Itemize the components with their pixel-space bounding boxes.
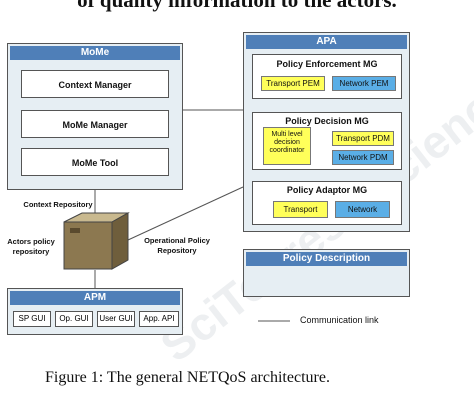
network-pem: Network PEM	[332, 76, 396, 91]
box-slot	[70, 228, 80, 233]
legend-label: Communication link	[300, 315, 379, 325]
transport-pdm: Transport PDM	[332, 131, 394, 146]
policy-adaptor-title: Policy Adaptor MG	[286, 185, 368, 195]
sp-gui-box: SP GUI	[13, 311, 51, 327]
coordinator-box: Multi level decision coordinator	[263, 127, 311, 165]
policy-adaptor-mg: Policy Adaptor MG Transport Network	[252, 181, 402, 225]
repository-box-icon	[63, 212, 130, 270]
policy-description-title: Policy Description	[246, 252, 407, 266]
op-gui-box: Op. GUI	[55, 311, 93, 327]
mome-title: MoMe	[10, 46, 180, 60]
mome-panel: MoMe Context Manager MoMe Manager MoMe T…	[7, 43, 183, 190]
apa-panel: APA Policy Enforcement MG Transport PEM …	[243, 32, 410, 232]
policy-decision-title: Policy Decision MG	[285, 116, 369, 126]
network-pdm: Network PDM	[332, 150, 394, 165]
context-manager-box: Context Manager	[21, 70, 169, 98]
transport-pem: Transport PEM	[261, 76, 325, 91]
operational-repository-label: Operational Policy Repository	[144, 236, 210, 255]
apm-panel: APM SP GUI Op. GUI User GUI App. API	[7, 288, 183, 335]
apa-title: APA	[246, 35, 407, 49]
adaptor-network: Network	[335, 201, 390, 218]
context-repository-label: Context Repository	[23, 200, 93, 209]
link-apa-repository	[127, 186, 244, 241]
actors-repository-label: Actors policy repository	[7, 237, 55, 256]
policy-enforcement-title: Policy Enforcement MG	[276, 59, 378, 69]
figure-caption: Figure 1: The general NETQoS architectur…	[45, 369, 330, 386]
app-api-box: App. API	[139, 311, 179, 327]
mome-tool-box: MoMe Tool	[21, 148, 169, 176]
adaptor-transport: Transport	[273, 201, 328, 218]
user-gui-box: User GUI	[97, 311, 135, 327]
policy-decision-mg: Policy Decision MG Multi level decision …	[252, 112, 402, 170]
header-fragment: of quality information to the actors.	[77, 0, 397, 12]
box-side	[111, 212, 129, 270]
policy-description-panel: Policy Description	[243, 249, 410, 297]
coordinator-label: Multi level decision coordinator	[269, 131, 305, 154]
mome-manager-box: MoMe Manager	[21, 110, 169, 138]
apm-title: APM	[10, 291, 180, 305]
policy-enforcement-mg: Policy Enforcement MG Transport PEM Netw…	[252, 54, 402, 99]
